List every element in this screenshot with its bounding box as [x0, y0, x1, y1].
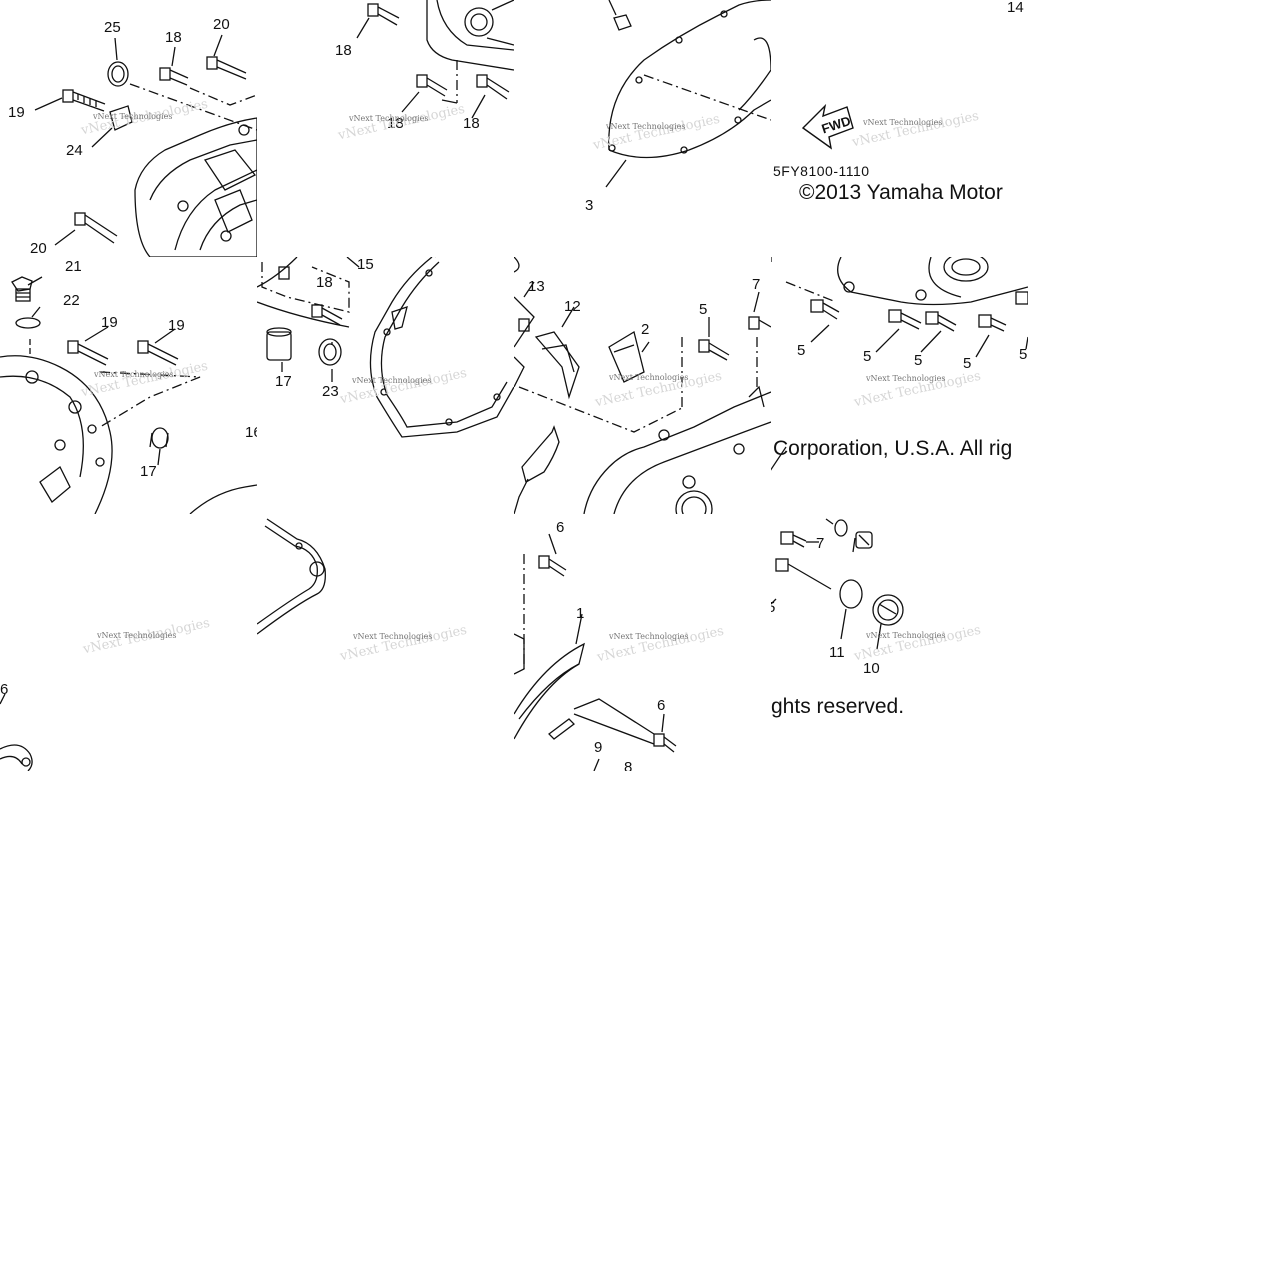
cover-plug-drawing [0, 276, 257, 514]
watermark: vNext Technologies [352, 376, 432, 385]
callout-5-g: 5 [771, 599, 776, 616]
diagram-tile-gasket-left: 4 15 18 17 23 vNext Technologies vNext T… [257, 257, 514, 514]
watermark: vNext Technologies [609, 632, 689, 641]
diagram-tile-bolts-five: 5 5 5 5 5 Corporation, U.S.A. All rig vN… [771, 257, 1028, 514]
watermark: vNext Technologies [97, 631, 177, 640]
callout-19-c: 19 [168, 317, 185, 334]
callout-17: 17 [140, 463, 157, 480]
callout-16: 16 [245, 424, 257, 441]
callout-24: 24 [66, 142, 83, 159]
callout-22: 22 [63, 292, 80, 309]
diagram-tile-oil-plug: 21 22 19 19 17 16 vNext Technologies vNe… [0, 257, 257, 514]
callout-14: 14 [1007, 0, 1024, 16]
watermark: vNext Technologies [866, 374, 946, 383]
bolts-drawing [356, 0, 514, 119]
callout-8: 8 [624, 759, 633, 771]
callout-4: 4 [341, 257, 349, 258]
diagram-tile-gasket-lower: vNext Technologies vNext Technologies [257, 514, 514, 771]
bolt-icon [62, 89, 106, 112]
watermark: vNext Technologies [606, 122, 686, 131]
diagram-tile-cover-one: 6 1 6 9 8 vNext Technologies vNext Techn… [514, 514, 771, 771]
callout-5: 5 [699, 301, 708, 318]
copyright-line-1: ©2013 Yamaha Motor [799, 181, 1003, 204]
cover-one-drawing [514, 533, 677, 771]
diagram-tile-top-bolts: 18 18 18 vNext Technologies vNext Techno… [257, 0, 514, 257]
callout-1: 1 [576, 605, 585, 622]
callout-5-b: 5 [797, 342, 806, 359]
watermark: vNext Technologies [93, 112, 173, 121]
gasket-fragment-drawing [0, 693, 33, 771]
callout-5-e: 5 [963, 355, 972, 372]
gasket-lower-drawing [257, 518, 326, 635]
callout-12: 12 [564, 298, 581, 315]
gasket-drawing [605, 0, 771, 188]
callout-2: 2 [641, 321, 650, 338]
crankcase-bolts-drawing [771, 257, 1028, 471]
callout-18-b: 18 [335, 42, 352, 59]
callout-10: 10 [863, 660, 880, 677]
copyright-line-3: ghts reserved. [771, 695, 905, 718]
watermark: vNext Technologies [353, 632, 433, 641]
callout-6-fragment: 6 [0, 681, 9, 698]
callout-5-d: 5 [914, 352, 923, 369]
callout-25: 25 [104, 19, 121, 36]
callout-9: 9 [594, 739, 603, 756]
watermark: vNext Technologies [609, 373, 689, 382]
callout-13: 13 [528, 278, 545, 295]
callout-18-c: 18 [387, 115, 404, 132]
callout-23: 23 [322, 383, 339, 400]
diagram-tile-blank-left: 6 vNext Technologies vNext Technologies [0, 514, 257, 771]
diagram-tile-sensor: 13 12 2 5 7 vNext Technologies vNext Tec… [514, 257, 771, 514]
callout-18-e: 18 [316, 274, 333, 291]
callout-21: 21 [65, 258, 82, 275]
callout-18: 18 [165, 29, 182, 46]
watermark: vNext Technologies [863, 118, 943, 127]
crankcase-cover-drawing [34, 34, 257, 257]
copyright-line-2: Corporation, U.S.A. All rig [773, 437, 1013, 460]
callout-19: 19 [8, 104, 25, 121]
part-number: 5FY8100-1110 [773, 163, 870, 179]
watermark: vNext Technologies [94, 370, 174, 379]
sensor-bracket-drawing [514, 257, 771, 514]
callout-20-lower: 20 [30, 240, 47, 257]
callout-7-b: 7 [816, 535, 825, 552]
callout-3: 3 [585, 197, 594, 214]
callout-15: 15 [357, 257, 374, 273]
callout-18-d: 18 [463, 115, 480, 132]
callout-7: 7 [752, 276, 761, 293]
diagram-tile-legend: FWD 14 5FY8100-1110 ©2013 Yamaha Motor v… [771, 0, 1028, 257]
callout-20: 20 [213, 16, 230, 33]
callout-6-b: 6 [657, 697, 666, 714]
callout-5-f: 5 [1019, 346, 1028, 363]
plugs-drawing [771, 518, 904, 650]
gasket-side-drawing [257, 257, 514, 438]
watermark: vNext Technologies [349, 114, 429, 123]
callout-17-b: 17 [275, 373, 292, 390]
callout-19-b: 19 [101, 314, 118, 331]
diagram-tile-gasket-top: 3 vNext Technologies vNext Technologies [514, 0, 771, 257]
callout-6: 6 [556, 519, 565, 536]
diagram-tile-cover-top-left: 25 18 20 19 24 20 vNext Technologies vNe… [0, 0, 257, 257]
watermark: vNext Technologies [866, 631, 946, 640]
callout-11: 11 [829, 644, 845, 661]
fwd-arrow-icon: FWD [801, 103, 854, 150]
diagram-tile-plugs: 7 5 11 10 ghts reserved. vNext Technolog… [771, 514, 1028, 771]
callout-5-c: 5 [863, 348, 872, 365]
